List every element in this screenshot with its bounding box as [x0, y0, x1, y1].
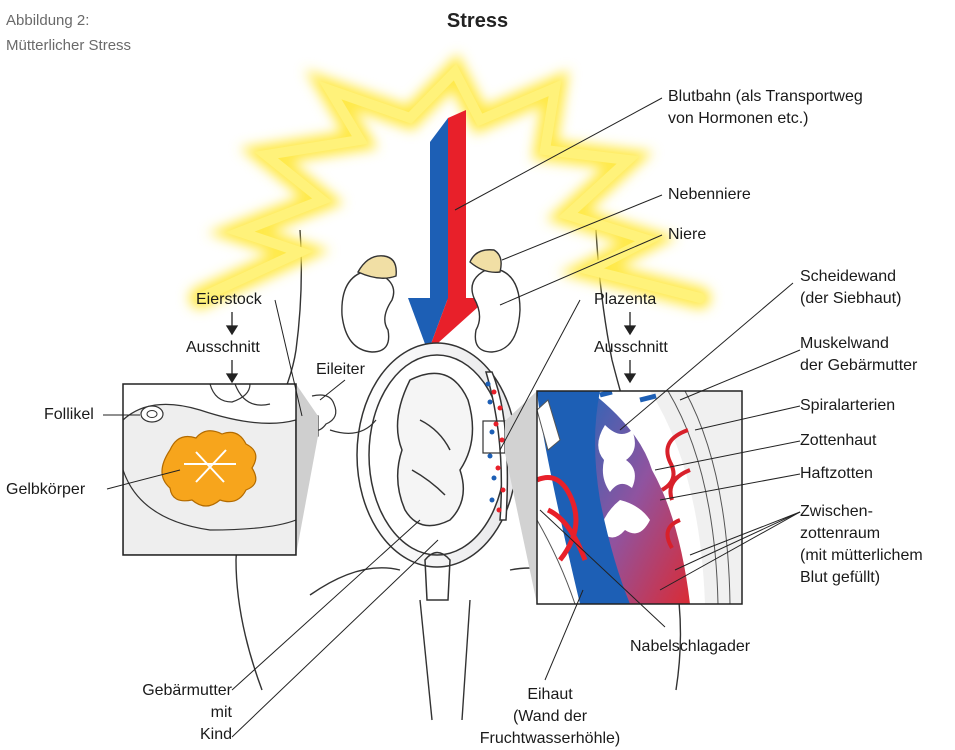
label-blutbahn-line-1: Blutbahn (als Transportweg — [668, 86, 863, 108]
label-follikel: Follikel — [44, 404, 94, 426]
label-haftzotten: Haftzotten — [800, 463, 873, 485]
label-niere: Niere — [668, 224, 706, 246]
right-adrenal — [470, 250, 501, 273]
label-blutbahn-line-2: von Hormonen etc.) — [668, 108, 863, 130]
womb-with-child — [357, 343, 517, 600]
caption-line-2: Mütterlicher Stress — [6, 33, 131, 58]
label-gebaermutter-line-2: mit — [120, 702, 232, 724]
label-nabelschlagader: Nabelschlagader — [630, 636, 750, 658]
label-gebaermutter-line-1: Gebärmutter — [120, 680, 232, 702]
label-eihaut-line-2: (Wand der — [470, 706, 630, 728]
label-muskelwand-line-1: Muskelwand — [800, 333, 917, 355]
label-nebenniere: Nebenniere — [668, 184, 751, 206]
label-zwischenzottenraum: Zwischen- zottenraum (mit mütterlichem B… — [800, 501, 923, 589]
label-zwischen-line-3: (mit mütterlichem — [800, 545, 923, 567]
label-eihaut-line-1: Eihaut — [470, 684, 630, 706]
blood-stream-arrow — [408, 110, 488, 352]
label-gelbkoerper: Gelbkörper — [6, 479, 85, 501]
left-kidney — [342, 270, 394, 352]
ovary-inset — [123, 384, 296, 555]
left-adrenal — [358, 256, 396, 278]
label-ausschnitt-right: Ausschnitt — [594, 337, 668, 359]
label-zottenhaut: Zottenhaut — [800, 430, 877, 452]
label-muskelwand: Muskelwand der Gebärmutter — [800, 333, 917, 377]
label-scheidewand-line-2: (der Siebhaut) — [800, 288, 901, 310]
label-scheidewand-line-1: Scheidewand — [800, 266, 901, 288]
label-zwischen-line-2: zottenraum — [800, 523, 923, 545]
label-eihaut-line-3: Fruchtwasserhöhle) — [470, 728, 630, 750]
label-spiralarterien: Spiralarterien — [800, 395, 895, 417]
label-scheidewand: Scheidewand (der Siebhaut) — [800, 266, 901, 310]
label-blutbahn: Blutbahn (als Transportweg von Hormonen … — [668, 86, 863, 130]
label-eileiter: Eileiter — [316, 359, 365, 381]
label-eierstock: Eierstock — [196, 289, 262, 311]
fetus — [398, 373, 473, 525]
right-kidney — [472, 268, 520, 352]
label-zwischen-line-4: Blut gefüllt) — [800, 567, 923, 589]
label-plazenta: Plazenta — [594, 289, 656, 311]
diagram-title: Stress — [0, 10, 955, 33]
placenta-inset — [537, 391, 742, 604]
label-zwischen-line-1: Zwischen- — [800, 501, 923, 523]
label-eihaut: Eihaut (Wand der Fruchtwasserhöhle) — [470, 684, 630, 750]
label-ausschnitt-left: Ausschnitt — [186, 337, 260, 359]
label-muskelwand-line-2: der Gebärmutter — [800, 355, 917, 377]
label-gebaermutter: Gebärmutter mit Kind — [120, 680, 232, 746]
label-gebaermutter-line-3: Kind — [120, 724, 232, 746]
projection-left-fill — [296, 384, 318, 555]
